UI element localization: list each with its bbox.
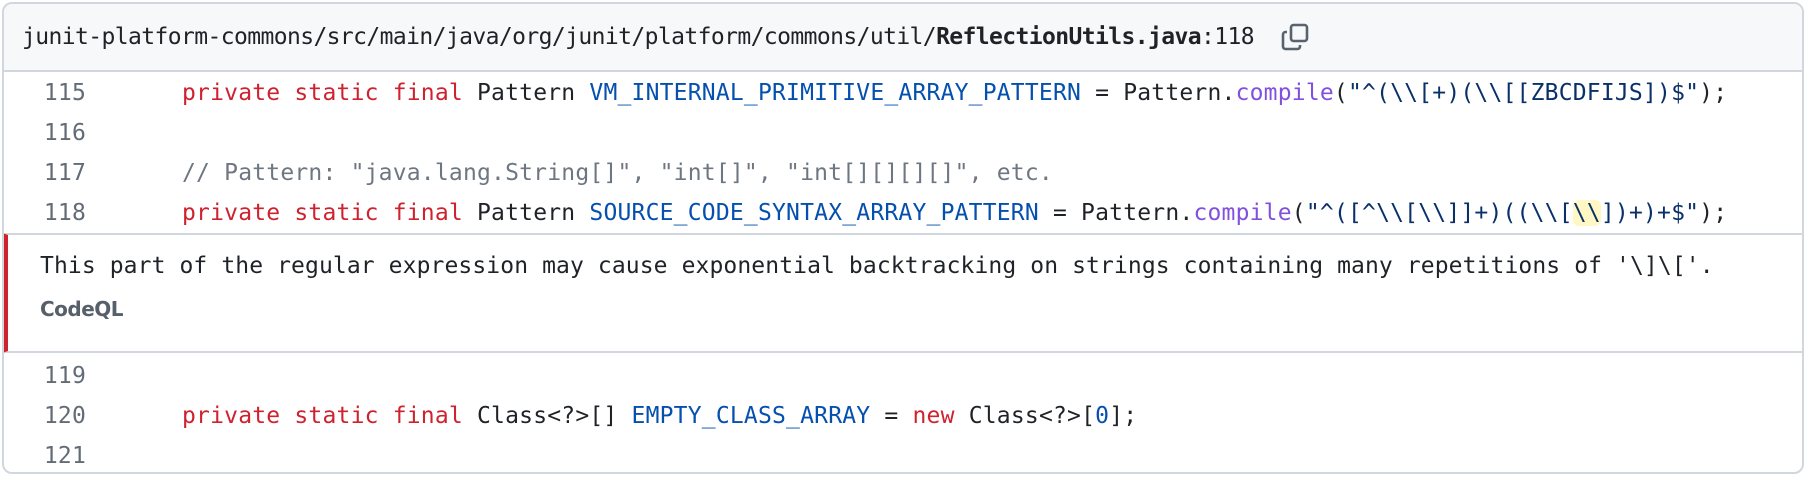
line-source: private static final Pattern SOURCE_CODE…	[86, 193, 1727, 233]
line-source	[86, 113, 182, 153]
line-number[interactable]: 120	[43, 403, 86, 429]
file-path[interactable]: junit-platform-commons/src/main/java/org…	[22, 24, 1255, 50]
code-token: Class<?>[]	[462, 403, 632, 429]
file-name: ReflectionUtils.java	[936, 24, 1202, 50]
alert-message: This part of the regular expression may …	[40, 253, 1714, 279]
line-number[interactable]: 116	[43, 120, 86, 146]
copy-icon	[1281, 23, 1309, 51]
line-number[interactable]: 119	[43, 363, 86, 389]
line-source: // Pattern: "java.lang.String[]", "int[]…	[86, 153, 1053, 193]
code-token: SOURCE_CODE_SYNTAX_ARRAY_PATTERN	[589, 200, 1039, 226]
line-source	[86, 436, 182, 472]
alert-highlight: \\	[1572, 200, 1601, 226]
code-token: ];	[1109, 403, 1138, 429]
code-token: private static final	[182, 80, 463, 106]
code-token: Pattern	[462, 200, 590, 226]
code-line: 119	[4, 356, 1802, 396]
copy-path-button[interactable]	[1278, 20, 1312, 54]
code-token: "^([^\\[\\]]+)((\\[	[1305, 200, 1573, 226]
line-number[interactable]: 115	[43, 80, 86, 106]
code-token: = Pattern.	[1081, 80, 1236, 106]
code-token: (	[1333, 80, 1348, 106]
line-source: private static final Pattern VM_INTERNAL…	[86, 73, 1727, 113]
code-token: VM_INTERNAL_PRIMITIVE_ARRAY_PATTERN	[589, 80, 1082, 106]
code-line: 116	[4, 113, 1802, 153]
code-token: = Pattern.	[1038, 200, 1194, 226]
code-token: EMPTY_CLASS_ARRAY	[631, 403, 871, 429]
code-token: private static final	[182, 200, 463, 226]
code-token: private static final	[182, 403, 463, 429]
line-source	[86, 356, 182, 396]
code-token: =	[870, 403, 913, 429]
line-number[interactable]: 117	[43, 160, 86, 186]
code-token: compile	[1193, 200, 1292, 226]
line-number[interactable]: 118	[43, 200, 86, 226]
code-token: 0	[1095, 403, 1110, 429]
code-token: Class<?>[	[954, 403, 1096, 429]
file-header: junit-platform-commons/src/main/java/org…	[4, 4, 1802, 72]
alert-tool-name: CodeQL	[40, 297, 124, 321]
line-number[interactable]: 121	[43, 443, 86, 469]
code-token: // Pattern: "java.lang.String[]", "int[]…	[182, 160, 1053, 186]
line-number-ref: :118	[1201, 24, 1255, 50]
line-source: private static final Class<?>[] EMPTY_CL…	[86, 396, 1137, 436]
code-token: (	[1291, 200, 1306, 226]
code-line: 117 // Pattern: "java.lang.String[]", "in…	[4, 153, 1802, 193]
code-token: Pattern	[462, 80, 590, 106]
code-token: "^(\\[+)(\\[[ZBCDFIJS])$"	[1347, 80, 1700, 106]
code-token: ])+)+$"	[1600, 200, 1700, 226]
file-path-prefix: junit-platform-commons/src/main/java/org…	[22, 24, 937, 50]
code-token: );	[1699, 200, 1728, 226]
code-scanning-alert: This part of the regular expression may …	[4, 233, 1802, 353]
code-token: new	[912, 403, 955, 429]
code-token: compile	[1235, 80, 1334, 106]
code-line: 121	[4, 436, 1802, 472]
code-token: );	[1699, 80, 1728, 106]
